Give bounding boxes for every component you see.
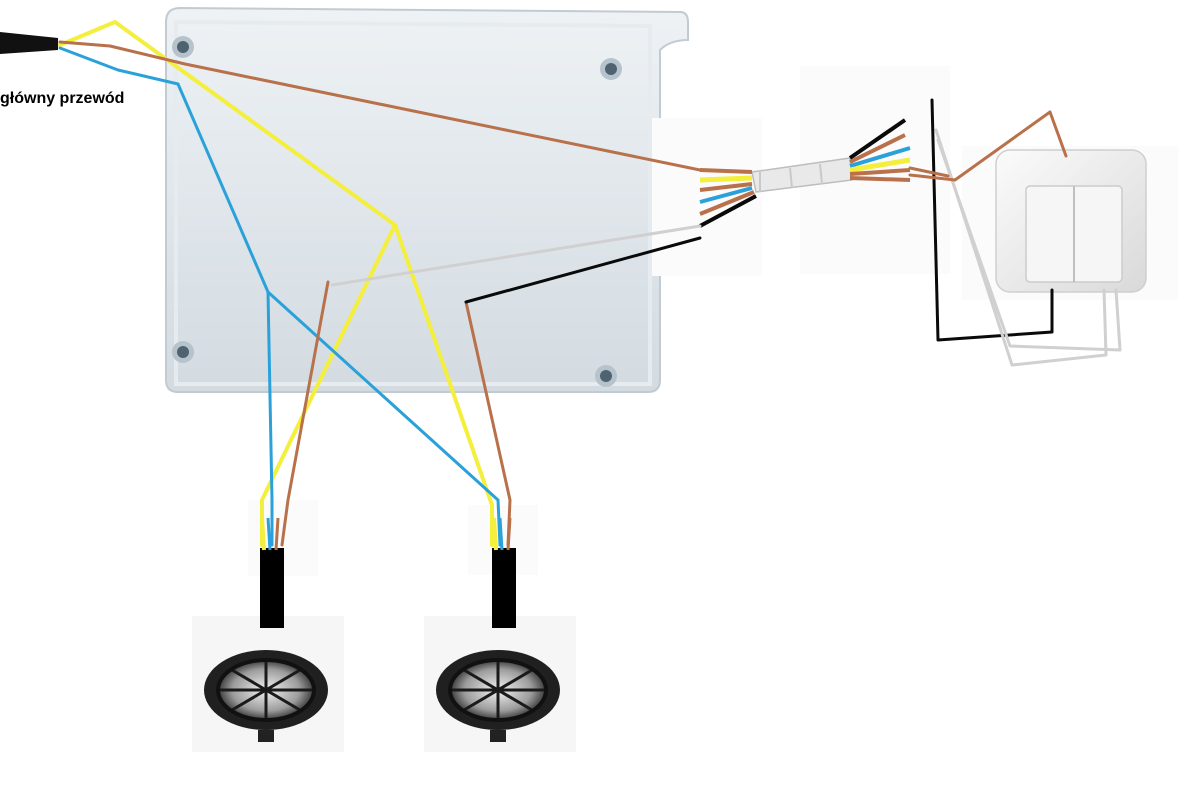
lamp-1-conductors [260,517,280,551]
cable-connector [652,66,950,276]
lamp-2 [424,505,576,752]
main-cable [0,32,58,54]
bulkhead-lamp [204,650,328,742]
junction-box [165,6,689,393]
wire-grey [330,224,702,287]
main-cable-label: główny przewód [0,90,125,107]
double-light-switch [962,146,1178,300]
wire-brown-lamp1 [280,280,330,547]
wire-yellow-earth [393,223,494,547]
wire-brown-live [58,40,702,172]
box-screw [172,36,194,58]
box-screw [172,341,194,363]
box-screw [600,58,622,80]
lamp-2-conductors [492,517,512,551]
lamp-1 [192,500,344,752]
wire-grey-switch [936,138,1122,352]
wire-blue-neutral [58,46,274,547]
wire-black [464,236,702,304]
wire-black-switch [930,98,1054,342]
box-screw [595,365,617,387]
wire-brown-switch [908,166,950,178]
wire-brown-switch [908,110,1068,182]
bulkhead-lamp [436,650,560,742]
